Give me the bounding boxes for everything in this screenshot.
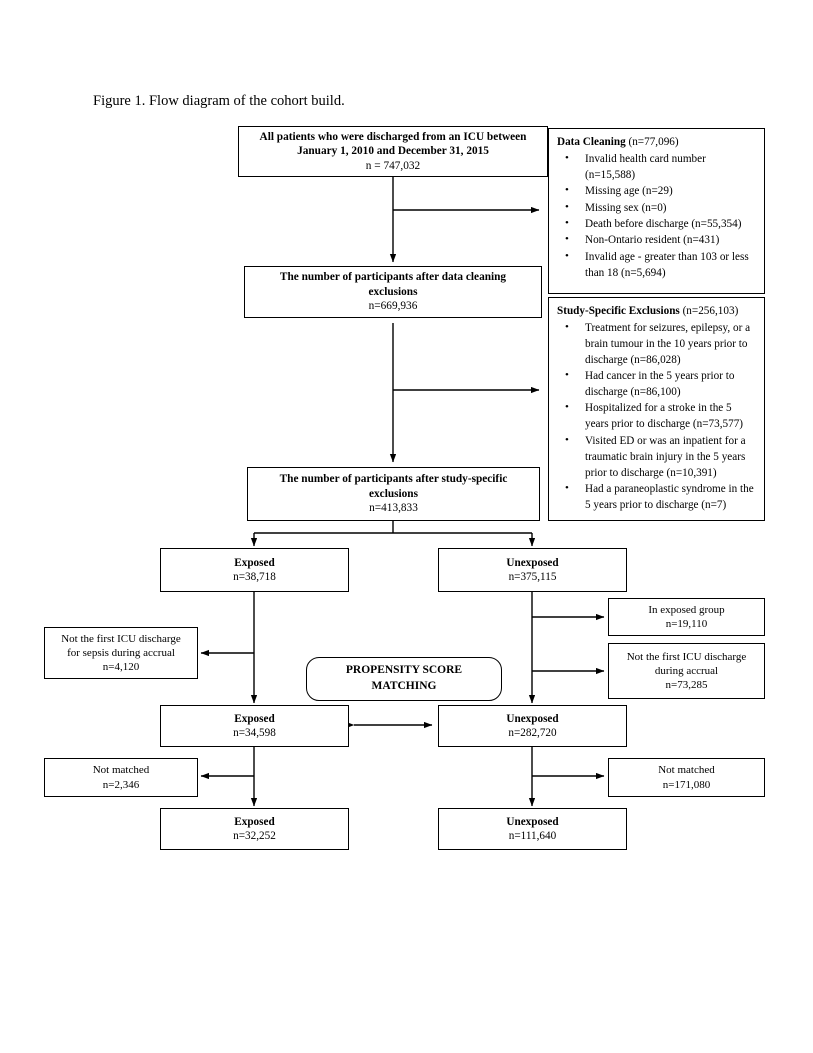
figure-caption: Figure 1. Flow diagram of the cohort bui…	[93, 93, 345, 109]
node-unexposed-1: Unexposed n=375,115	[438, 548, 627, 592]
node-after-data-cleaning: The number of participants after data cl…	[244, 266, 542, 318]
node-unexposed-3-label: Unexposed	[506, 815, 559, 828]
node-not-first-icu-accrual: Not the first ICU discharge during accru…	[608, 643, 765, 699]
node-unexposed-1-count: n=375,115	[508, 571, 557, 583]
not-first-icu-accrual-line2: during accrual	[654, 664, 719, 677]
node-unexposed-2: Unexposed n=282,720	[438, 705, 627, 747]
not-first-icu-sepsis-line1: Not the first ICU discharge	[61, 632, 181, 645]
data-cleaning-header: Data Cleaning (n=77,096)	[557, 135, 756, 151]
node-after-study-specific-line2: exclusions	[369, 487, 418, 500]
study-specific-header: Study-Specific Exclusions (n=256,103)	[557, 304, 756, 320]
node-exposed-2-label: Exposed	[234, 712, 275, 725]
propensity-line1: PROPENSITY SCORE	[345, 664, 463, 677]
node-after-study-specific: The number of participants after study-s…	[247, 467, 540, 521]
node-exposed-1-label: Exposed	[234, 556, 275, 569]
node-after-study-specific-count: n=413,833	[369, 502, 418, 515]
panel-study-specific-exclusions: Study-Specific Exclusions (n=256,103) Tr…	[548, 297, 765, 521]
node-not-matched-unexposed: Not matched n=171,080	[608, 758, 765, 797]
data-cleaning-title: Data Cleaning	[557, 136, 626, 148]
data-cleaning-list: Invalid health card number (n=15,588) Mi…	[557, 151, 756, 282]
in-exposed-group-line1: In exposed group	[648, 603, 725, 616]
node-after-data-cleaning-line1: The number of participants after data cl…	[279, 271, 507, 284]
list-item: Treatment for seizures, epilepsy, or a b…	[557, 320, 756, 369]
list-item: Visited ED or was an inpatient for a tra…	[557, 433, 756, 482]
node-unexposed-3: Unexposed n=111,640	[438, 808, 627, 850]
node-exposed-2: Exposed n=34,598	[160, 705, 349, 747]
list-item: Had cancer in the 5 years prior to disch…	[557, 368, 756, 401]
list-item: Missing sex (n=0)	[557, 200, 756, 217]
study-specific-total: (n=256,103)	[682, 305, 739, 317]
node-exposed-3-count: n=32,252	[233, 830, 276, 842]
in-exposed-group-count: n=19,110	[665, 618, 708, 630]
list-item: Missing age (n=29)	[557, 183, 756, 200]
not-matched-exposed-line1: Not matched	[92, 764, 150, 777]
not-first-icu-accrual-count: n=73,285	[665, 679, 708, 692]
list-item: Had a paraneoplastic syndrome in the 5 y…	[557, 481, 756, 514]
node-after-data-cleaning-line2: exclusions	[368, 285, 418, 298]
study-specific-title: Study-Specific Exclusions	[557, 305, 680, 317]
list-item: Hospitalized for a stroke in the 5 years…	[557, 400, 756, 433]
node-all-patients: All patients who were discharged from an…	[238, 126, 548, 177]
node-exposed-1-count: n=38,718	[233, 571, 276, 583]
panel-data-cleaning-exclusions: Data Cleaning (n=77,096) Invalid health …	[548, 128, 765, 294]
not-matched-exposed-count: n=2,346	[102, 778, 140, 791]
node-unexposed-2-label: Unexposed	[506, 712, 559, 725]
node-unexposed-1-label: Unexposed	[506, 556, 559, 569]
list-item: Death before discharge (n=55,354)	[557, 216, 756, 233]
node-exposed-3: Exposed n=32,252	[160, 808, 349, 850]
node-all-patients-line1: All patients who were discharged from an…	[259, 130, 527, 143]
list-item: Non-Ontario resident (n=431)	[557, 232, 756, 249]
not-first-icu-accrual-line1: Not the first ICU discharge	[626, 650, 747, 663]
node-unexposed-3-count: n=111,640	[508, 830, 557, 842]
node-after-study-specific-line1: The number of participants after study-s…	[279, 473, 508, 486]
propensity-line2: MATCHING	[371, 680, 437, 692]
node-exposed-3-label: Exposed	[234, 815, 275, 828]
node-not-first-icu-sepsis: Not the first ICU discharge for sepsis d…	[44, 627, 198, 679]
not-matched-unexposed-line1: Not matched	[658, 764, 715, 777]
node-all-patients-count: n = 747,032	[365, 159, 421, 172]
list-item: Invalid health card number (n=15,588)	[557, 151, 756, 184]
node-in-exposed-group: In exposed group n=19,110	[608, 598, 765, 636]
node-unexposed-2-count: n=282,720	[508, 727, 557, 739]
node-not-matched-exposed: Not matched n=2,346	[44, 758, 198, 797]
not-first-icu-sepsis-count: n=4,120	[102, 661, 140, 674]
data-cleaning-total: (n=77,096)	[628, 136, 679, 148]
node-after-data-cleaning-count: n=669,936	[368, 300, 418, 313]
list-item: Invalid age - greater than 103 or less t…	[557, 249, 756, 282]
node-all-patients-line2: January 1, 2010 and December 31, 2015	[297, 145, 489, 158]
node-propensity-score-matching: PROPENSITY SCORE MATCHING	[306, 657, 502, 701]
node-exposed-2-count: n=34,598	[233, 727, 276, 739]
not-first-icu-sepsis-line2: for sepsis during accrual	[67, 646, 175, 659]
not-matched-unexposed-count: n=171,080	[662, 778, 711, 791]
study-specific-list: Treatment for seizures, epilepsy, or a b…	[557, 320, 756, 514]
node-exposed-1: Exposed n=38,718	[160, 548, 349, 592]
